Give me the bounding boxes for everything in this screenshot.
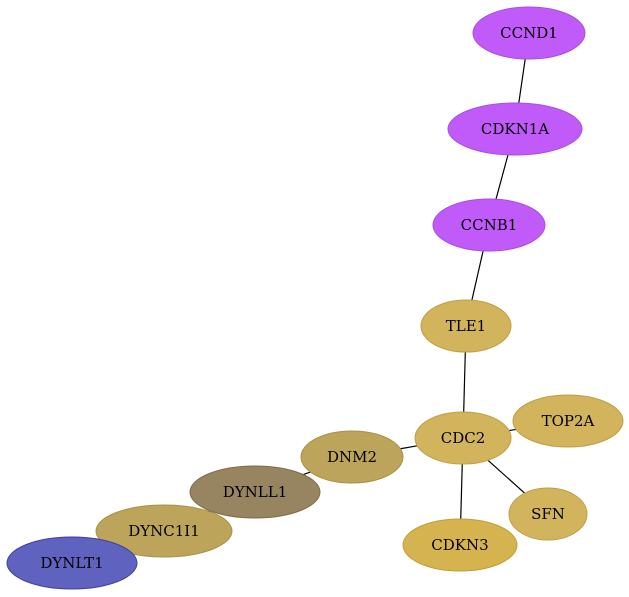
- node-cdkn3[interactable]: CDKN3: [402, 518, 518, 572]
- edge-cdc2-sfn: [487, 459, 526, 494]
- node-ellipse: [420, 299, 512, 353]
- node-sfn[interactable]: SFN: [508, 487, 588, 541]
- edge-cdc2-top2a: [508, 428, 517, 432]
- edge-dnm2-dynll1: [303, 471, 311, 476]
- node-ccnd1[interactable]: CCND1: [472, 6, 586, 60]
- node-label: CCNB1: [461, 216, 518, 234]
- node-ellipse: [189, 465, 321, 519]
- node-ellipse: [95, 504, 233, 558]
- node-label: DYNLL1: [223, 483, 288, 501]
- node-dynll1[interactable]: DYNLL1: [189, 465, 321, 519]
- node-label: CCND1: [500, 24, 558, 42]
- node-label: CDKN1A: [481, 120, 549, 138]
- node-ellipse: [472, 6, 586, 60]
- node-ellipse: [300, 430, 404, 484]
- edge-tle1-cdc2: [463, 351, 466, 413]
- edge-ccnd1-cdkn1a: [518, 58, 526, 104]
- node-ellipse: [414, 411, 512, 465]
- node-label: TLE1: [446, 317, 486, 335]
- node-ellipse: [432, 198, 546, 252]
- node-ellipse: [6, 536, 138, 590]
- node-label: TOP2A: [542, 412, 595, 430]
- node-ellipse: [508, 487, 588, 541]
- node-label: DYNLT1: [40, 554, 103, 572]
- node-ellipse: [402, 518, 518, 572]
- node-ccnb1[interactable]: CCNB1: [432, 198, 546, 252]
- node-tle1[interactable]: TLE1: [420, 299, 512, 353]
- edge-cdc2-dnm2: [400, 445, 418, 450]
- node-top2a[interactable]: TOP2A: [512, 394, 624, 448]
- node-label: CDC2: [441, 429, 486, 447]
- node-dnm2[interactable]: DNM2: [300, 430, 404, 484]
- node-dynlt1[interactable]: DYNLT1: [6, 536, 138, 590]
- edge-cdkn1a-ccnb1: [495, 154, 509, 200]
- edge-ccnb1-tle1: [471, 250, 484, 301]
- edge-cdc2-cdkn3: [460, 463, 463, 520]
- node-label: DNM2: [327, 448, 377, 466]
- node-ellipse: [447, 102, 583, 156]
- node-ellipse: [512, 394, 624, 448]
- node-cdkn1a[interactable]: CDKN1A: [447, 102, 583, 156]
- node-label: DYNC1I1: [128, 522, 200, 540]
- node-cdc2[interactable]: CDC2: [414, 411, 512, 465]
- node-label: SFN: [531, 505, 565, 523]
- node-label: CDKN3: [431, 536, 488, 554]
- node-dync1i1[interactable]: DYNC1I1: [95, 504, 233, 558]
